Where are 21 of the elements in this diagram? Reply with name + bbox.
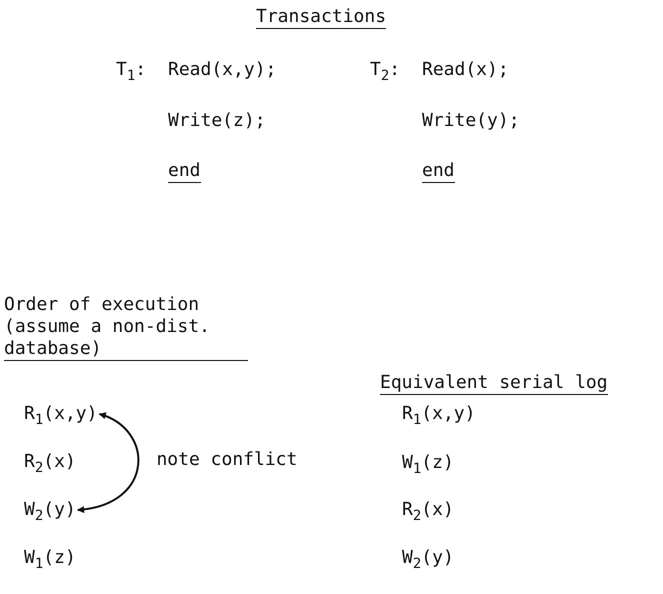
log-entry: W$_{2}$(y) <box>402 546 454 570</box>
keyword: end <box>168 160 201 183</box>
log-entry: W$_{1}$(z) <box>402 451 454 475</box>
heading: Transactions <box>256 6 386 29</box>
log-entry: R$_{1}$(x,y) <box>24 402 98 426</box>
statement: Write(z); <box>168 109 266 133</box>
heading: Equivalent serial log <box>380 372 608 395</box>
keyword: end <box>422 160 455 183</box>
statement: Write(y); <box>422 109 520 133</box>
transaction-name: T$_{2}$: <box>370 58 400 82</box>
edge-label: note conflict <box>156 448 298 472</box>
log-entry: R$_{2}$(x) <box>402 498 454 522</box>
log-entry: R$_{1}$(x,y) <box>402 402 476 426</box>
statement: Read(x); <box>422 58 509 82</box>
heading: Order of execution (assume a non-dist. database) <box>4 294 248 361</box>
log-entry: W$_{1}$(z) <box>24 546 76 570</box>
log-entry: R$_{2}$(x) <box>24 450 76 474</box>
statement: Read(x,y); <box>168 58 276 82</box>
log-entry: W$_{2}$(y) <box>24 498 76 522</box>
transaction-name: T$_{1}$: <box>116 58 146 82</box>
arrow <box>77 413 139 513</box>
